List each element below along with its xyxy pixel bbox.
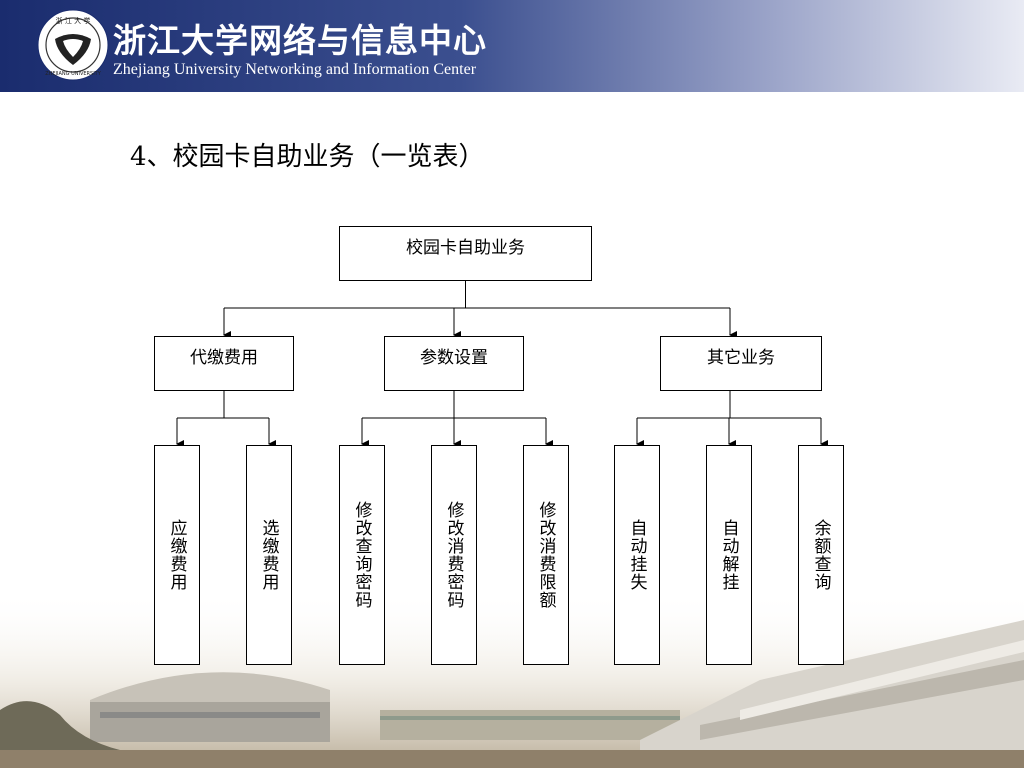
branch-node-1-label: 参数设置: [420, 348, 488, 368]
leaf-node-1-1: 修改消费密码: [431, 445, 477, 665]
branch-node-1: 参数设置: [384, 336, 524, 391]
branch-node-2: 其它业务: [660, 336, 822, 391]
university-logo-icon: 浙 江 大 学 ZHEJIANG UNIVERSITY: [37, 9, 109, 81]
branch-node-0-label: 代缴费用: [190, 348, 258, 368]
svg-text:浙 江 大 学: 浙 江 大 学: [56, 16, 91, 25]
svg-text:ZHEJIANG UNIVERSITY: ZHEJIANG UNIVERSITY: [45, 71, 102, 77]
leaf-node-1-2-label: 修改消费限额: [535, 501, 556, 609]
leaf-node-2-0: 自动挂失: [614, 445, 660, 665]
leaf-node-2-1-label: 自动解挂: [718, 519, 739, 591]
leaf-node-0-0-label: 应缴费用: [166, 519, 187, 591]
branch-node-2-label: 其它业务: [707, 348, 775, 368]
root-node: 校园卡自助业务: [339, 226, 592, 281]
leaf-node-0-1: 选缴费用: [246, 445, 292, 665]
leaf-node-1-0: 修改查询密码: [339, 445, 385, 665]
leaf-node-2-2: 余额查询: [798, 445, 844, 665]
header-bar: 浙 江 大 学 ZHEJIANG UNIVERSITY 浙江大学网络与信息中心 …: [0, 0, 1024, 92]
leaf-node-2-0-label: 自动挂失: [626, 519, 647, 591]
leaf-node-0-1-label: 选缴费用: [258, 519, 279, 591]
leaf-node-1-2: 修改消费限额: [523, 445, 569, 665]
leaf-node-2-1: 自动解挂: [706, 445, 752, 665]
leaf-node-0-0: 应缴费用: [154, 445, 200, 665]
root-node-label: 校园卡自助业务: [406, 238, 525, 258]
slide-title: 4、校园卡自助业务（一览表）: [130, 142, 485, 172]
branch-node-0: 代缴费用: [154, 336, 294, 391]
leaf-node-1-1-label: 修改消费密码: [443, 501, 464, 609]
leaf-node-2-2-label: 余额查询: [810, 519, 831, 591]
campus-scenery-image: [0, 590, 1024, 768]
org-name-chinese: 浙江大学网络与信息中心: [113, 21, 487, 60]
org-name-english: Zhejiang University Networking and Infor…: [113, 61, 477, 78]
leaf-node-1-0-label: 修改查询密码: [351, 501, 372, 609]
